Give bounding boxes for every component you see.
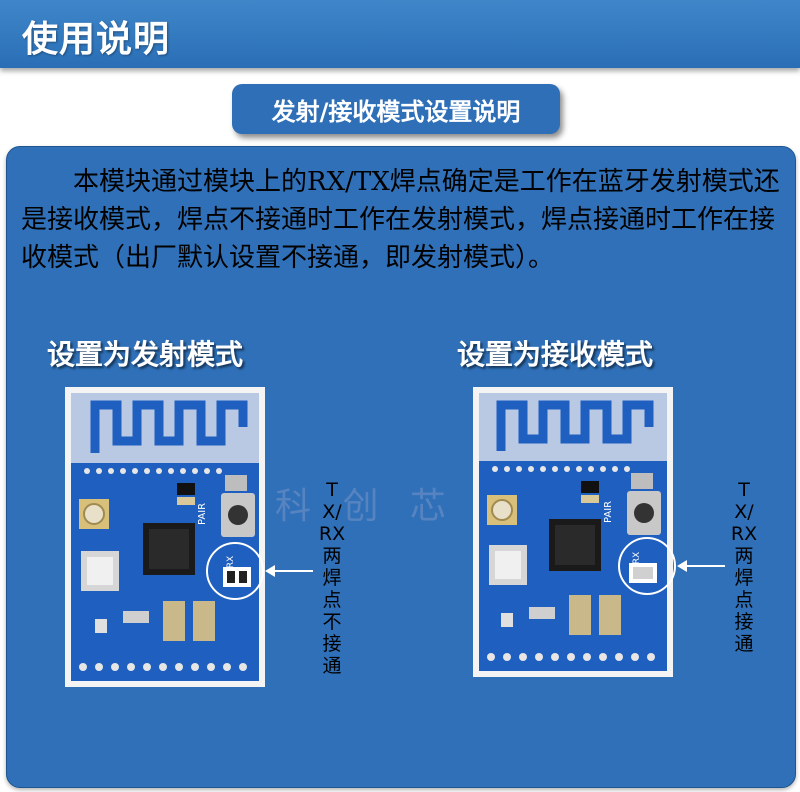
capacitor [193, 601, 215, 641]
arrow-left-icon [677, 560, 687, 572]
tx-note: TX/RX两焊点不接通 [318, 479, 346, 677]
instruction-panel: 本模块通过模块上的RX/TX焊点确定是工作在蓝牙发射模式还是接收模式，焊点不接通… [6, 146, 796, 788]
rx-callout [618, 537, 725, 595]
header-bar: 使用说明 [0, 0, 800, 68]
antenna-trace [496, 400, 654, 451]
rx-note: TX/RX两焊点接通 [730, 479, 758, 655]
smd-component [501, 613, 513, 627]
antenna-trace [90, 400, 248, 453]
capacitor [163, 601, 185, 641]
chip-die [555, 525, 595, 565]
crystal-top [495, 551, 521, 579]
smd-component [631, 473, 653, 489]
smd-component [581, 481, 599, 493]
chip-die [149, 529, 189, 569]
highlight-circle [206, 542, 264, 600]
tx-callout [206, 542, 313, 600]
tx-pad [227, 571, 235, 583]
smd-component [225, 475, 247, 491]
rx-mode-board: PAIR TX/RX [473, 387, 673, 677]
smd-component [177, 497, 195, 505]
pin-row [487, 653, 655, 661]
bridged-pads [633, 567, 653, 579]
capacitor [569, 595, 591, 635]
capacitor [599, 595, 621, 635]
pair-label: PAIR [197, 503, 208, 525]
smd-component [177, 483, 195, 495]
watermark: 科 创 芯 [275, 486, 456, 527]
arrow-left-icon [265, 565, 275, 577]
description-text: 本模块通过模块上的RX/TX焊点确定是工作在蓝牙发射模式还是接收模式，焊点不接通… [21, 167, 780, 273]
smd-component [529, 607, 555, 619]
tx-mode-board: PAIR TX/RX [65, 387, 265, 687]
smd-component [95, 619, 107, 633]
pin-row [79, 663, 247, 671]
connector-ring [491, 499, 513, 521]
page-title: 使用说明 [22, 19, 171, 60]
button-cap [634, 503, 654, 523]
crystal-top [87, 557, 113, 585]
smd-component [123, 611, 149, 623]
smd-component [581, 495, 599, 503]
pair-label: PAIR [603, 501, 614, 523]
connector-ring [83, 503, 105, 525]
section-label: 发射/接收模式设置说明 [232, 84, 560, 134]
rx-mode-title: 设置为接收模式 [457, 338, 654, 371]
tx-mode-title: 设置为发射模式 [47, 338, 244, 371]
button-cap [228, 505, 248, 525]
rx-pad [239, 571, 247, 583]
upper-pads [84, 468, 222, 474]
upper-pads [492, 466, 630, 472]
highlight-circle [618, 537, 676, 595]
